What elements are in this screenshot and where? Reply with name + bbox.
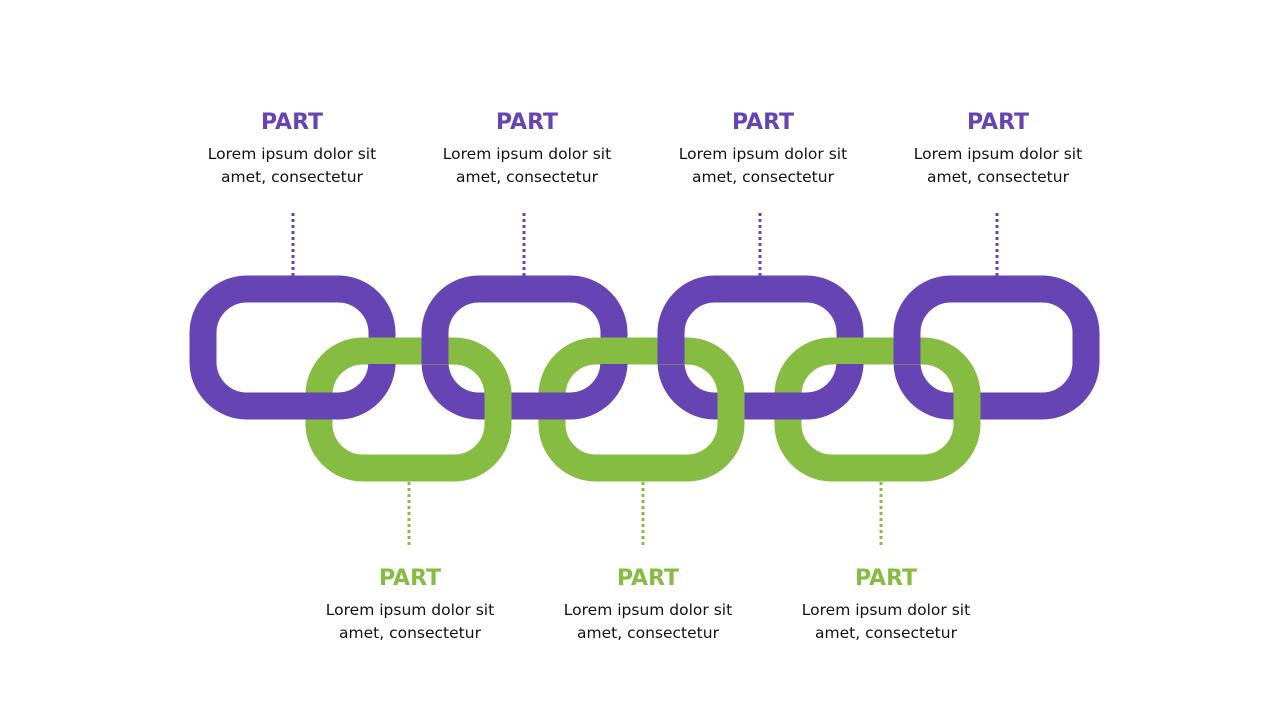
part-title: PART — [854, 566, 918, 591]
part-description: Lorem ipsum dolor sit amet, consectetur — [325, 601, 495, 642]
bottom-part-1: PART Lorem ipsum dolor sit amet, consect… — [290, 566, 530, 645]
part-title: PART — [966, 110, 1030, 135]
part-description: Lorem ipsum dolor sit amet, consectetur — [678, 145, 848, 186]
part-title: PART — [495, 110, 559, 135]
bottom-part-2: PART Lorem ipsum dolor sit amet, consect… — [528, 566, 768, 645]
part-title: PART — [378, 566, 442, 591]
top-part-4: PART Lorem ipsum dolor sit amet, consect… — [878, 110, 1118, 189]
part-title: PART — [260, 110, 324, 135]
part-description: Lorem ipsum dolor sit amet, consectetur — [563, 601, 733, 642]
top-part-3: PART Lorem ipsum dolor sit amet, consect… — [643, 110, 883, 189]
part-title: PART — [616, 566, 680, 591]
part-title: PART — [731, 110, 795, 135]
purple-link-2-overlap — [421, 330, 449, 364]
bottom-part-3: PART Lorem ipsum dolor sit amet, consect… — [766, 566, 1006, 645]
purple-link-3-overlap — [657, 330, 685, 364]
part-description: Lorem ipsum dolor sit amet, consectetur — [207, 145, 377, 186]
purple-link-4-overlap — [893, 330, 921, 364]
part-description: Lorem ipsum dolor sit amet, consectetur — [801, 601, 971, 642]
part-description: Lorem ipsum dolor sit amet, consectetur — [913, 145, 1083, 186]
part-description: Lorem ipsum dolor sit amet, consectetur — [442, 145, 612, 186]
top-part-2: PART Lorem ipsum dolor sit amet, consect… — [407, 110, 647, 189]
top-part-1: PART Lorem ipsum dolor sit amet, consect… — [172, 110, 412, 189]
